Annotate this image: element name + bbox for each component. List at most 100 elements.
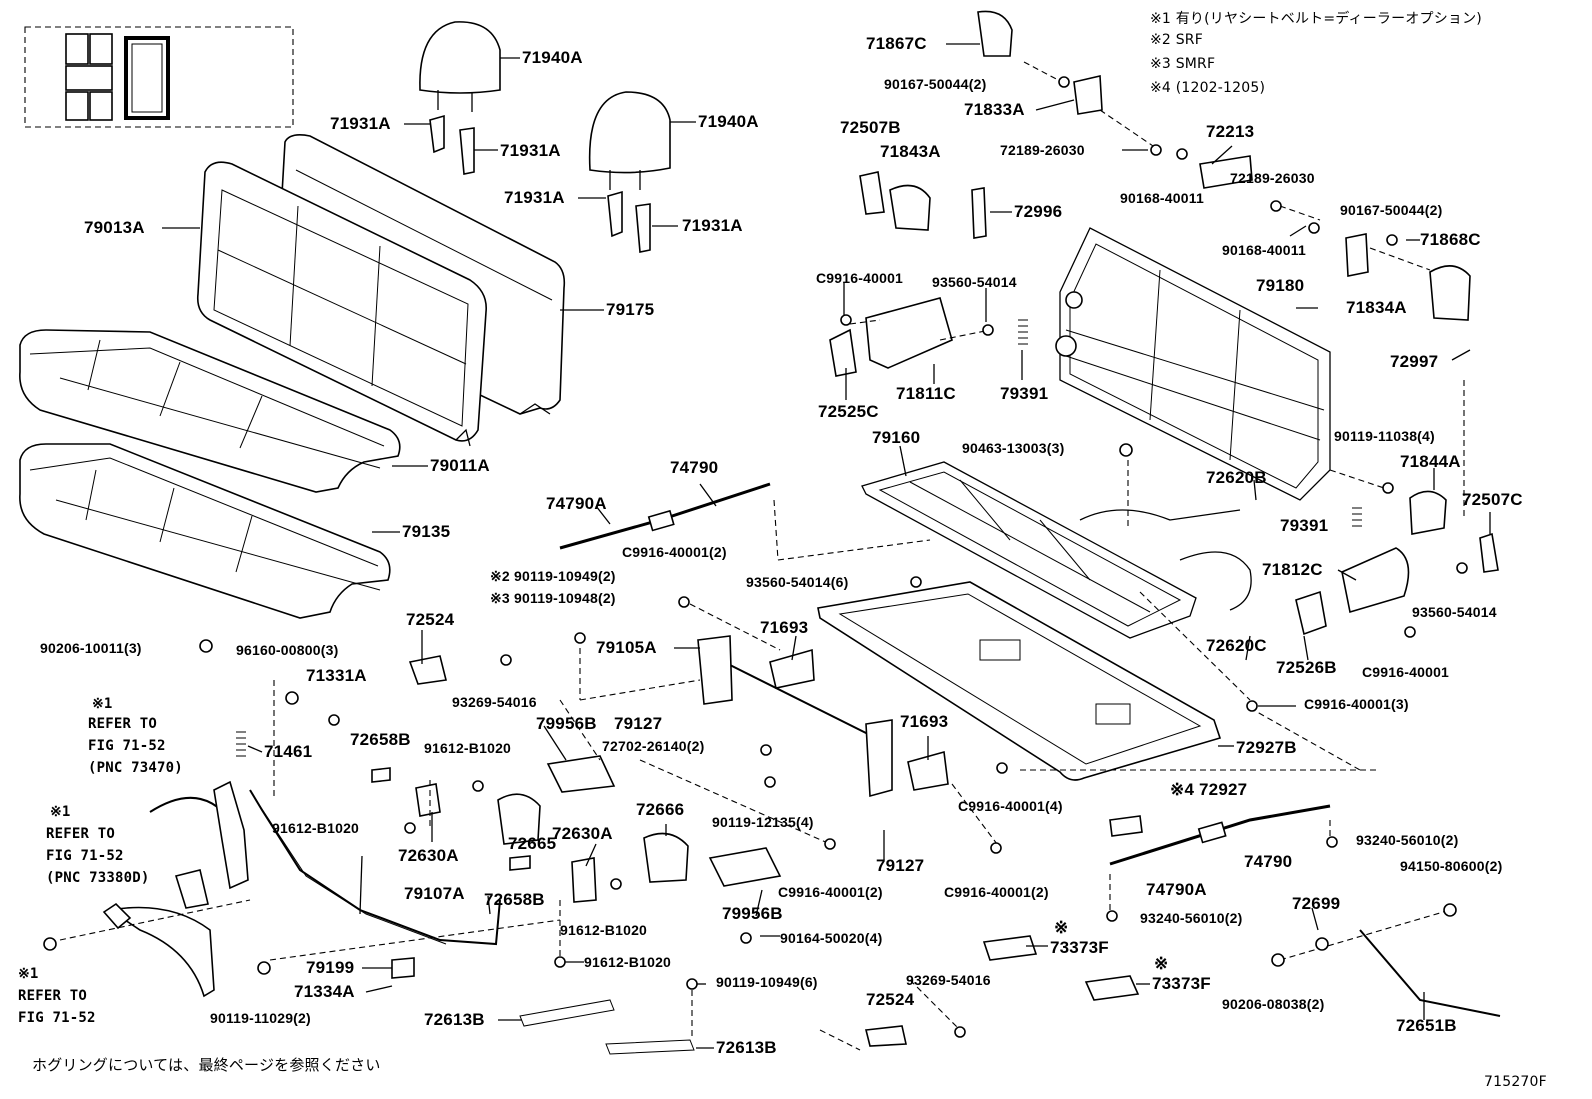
part-label: 90119-11038(4) <box>1334 428 1435 444</box>
part-label: 90119-10949(6) <box>716 974 818 990</box>
part-label: 91612-B1020 <box>424 740 512 756</box>
belt-strap-74790 <box>559 482 1331 866</box>
brackets-misc <box>371 10 1501 1047</box>
part-label: 71844A <box>1400 452 1461 471</box>
part-label: 93240-56010(2) <box>1140 910 1243 926</box>
part-label: 91612-B1020 <box>560 922 648 938</box>
part-label: 93269-54016 <box>452 694 537 710</box>
part-label: 72630A <box>398 846 459 865</box>
ref-1-mark: ※1 <box>92 696 113 712</box>
part-label: 90206-10011(3) <box>40 640 142 656</box>
part-label: 72996 <box>1014 202 1063 221</box>
part-label: 74790 <box>670 458 719 477</box>
part-label: 72525C <box>818 402 879 421</box>
ref-3-fig: FIG 71-52 <box>18 1010 96 1026</box>
headrest-left <box>419 21 501 175</box>
part-label: 71461 <box>264 742 313 761</box>
part-label: 79160 <box>872 428 921 447</box>
part-label: 72997 <box>1390 352 1439 371</box>
part-label: 93560-54014 <box>1412 604 1497 620</box>
part-label: 91612-B1020 <box>272 820 360 836</box>
seat-cushion-cover <box>19 329 401 493</box>
seatback-frame <box>1055 227 1331 501</box>
part-label: 94150-80600(2) <box>1400 858 1503 874</box>
part-label: 71940A <box>698 112 759 131</box>
ref-2-text: REFER TO <box>46 826 116 842</box>
part-label: 74790 <box>1244 852 1293 871</box>
part-label: 72507B <box>840 118 901 137</box>
part-label: 79199 <box>306 958 355 977</box>
part-label: 72189-26030 <box>1230 170 1315 186</box>
part-label: 72630A <box>552 824 613 843</box>
part-label: C9916-40001(3) <box>1304 696 1409 712</box>
ref-2-mark: ※1 <box>50 804 71 820</box>
base-rail-frame <box>249 635 893 946</box>
part-label: 91612-B1020 <box>584 954 672 970</box>
part-label: C9916-40001(2) <box>778 884 883 900</box>
part-label: 93560-54014(6) <box>746 574 849 590</box>
part-label: 74790A <box>1146 880 1207 899</box>
part-label: 79107A <box>404 884 465 903</box>
part-label: 71931A <box>682 216 743 235</box>
part-label: 72613B <box>424 1010 485 1029</box>
ref-3-mark: ※1 <box>18 966 39 982</box>
part-label: 71868C <box>1420 230 1481 249</box>
part-label: 71867C <box>866 34 927 53</box>
part-label: 73373F <box>1152 974 1211 993</box>
part-label: 71812C <box>1262 560 1323 579</box>
part-label: 72699 <box>1292 894 1341 913</box>
note-1: ※1 有り(リヤシートベルト=ディーラーオプション) <box>1150 11 1482 27</box>
part-label: 72507C <box>1462 490 1523 509</box>
part-label: 71940A <box>522 48 583 67</box>
part-label: 73373F <box>1050 938 1109 957</box>
ref-2-fig: FIG 71-52 <box>46 848 124 864</box>
part-label: 72613B <box>716 1038 777 1057</box>
part-label: 90167-50044(2) <box>1340 202 1443 218</box>
part-label: 72651B <box>1396 1016 1457 1035</box>
part-label: 71833A <box>964 100 1025 119</box>
part-label: 72658B <box>350 730 411 749</box>
part-label: 71331A <box>306 666 367 685</box>
part-label: 71693 <box>900 712 949 731</box>
part-label: C9916-40001(2) <box>622 544 727 560</box>
part-label: 90168-40011 <box>1120 190 1204 206</box>
part-label: 72524 <box>406 610 455 629</box>
part-label: C9916-40001 <box>816 270 904 286</box>
seat-back-front <box>196 161 487 447</box>
rails-72613B <box>519 999 695 1055</box>
part-label: 90119-11029(2) <box>210 1010 311 1026</box>
part-label: 72213 <box>1206 122 1255 141</box>
part-label: C9916-40001 <box>1362 664 1450 680</box>
part-label: 90167-50044(2) <box>884 76 987 92</box>
seat-cushion-pad <box>19 443 391 619</box>
part-label: 71931A <box>504 188 565 207</box>
part-label: 79175 <box>606 300 655 319</box>
part-label: 71834A <box>1346 298 1407 317</box>
seatbelt-left <box>102 780 249 998</box>
part-label: ※4 72927 <box>1170 780 1248 799</box>
part-label: 72658B <box>484 890 545 909</box>
part-label: ※2 90119-10949(2) <box>490 568 616 584</box>
part-label: ※ <box>1154 954 1169 973</box>
part-label: 71693 <box>760 618 809 637</box>
part-label: 72702-26140(2) <box>602 738 705 754</box>
figure-code: 715270F <box>1484 1074 1547 1090</box>
inset-frame <box>24 26 294 128</box>
part-label: 79105A <box>596 638 657 657</box>
part-label: 90119-12135(4) <box>712 814 814 830</box>
part-label: 72189-26030 <box>1000 142 1085 158</box>
part-label: 71334A <box>294 982 355 1001</box>
part-label: 79127 <box>614 714 663 733</box>
part-label: 71931A <box>330 114 391 133</box>
ref-2-pnc: (PNC 73380D) <box>46 870 150 886</box>
part-label: 79135 <box>402 522 451 541</box>
inset-seat-map <box>65 33 170 121</box>
part-label: 79127 <box>876 856 925 875</box>
note-4: ※4 (1202-1205) <box>1150 80 1266 96</box>
part-label: 71843A <box>880 142 941 161</box>
part-label: 72526B <box>1276 658 1337 677</box>
part-label: 72927B <box>1236 738 1297 757</box>
part-label: 79956B <box>536 714 597 733</box>
part-label: 71811C <box>896 384 956 403</box>
